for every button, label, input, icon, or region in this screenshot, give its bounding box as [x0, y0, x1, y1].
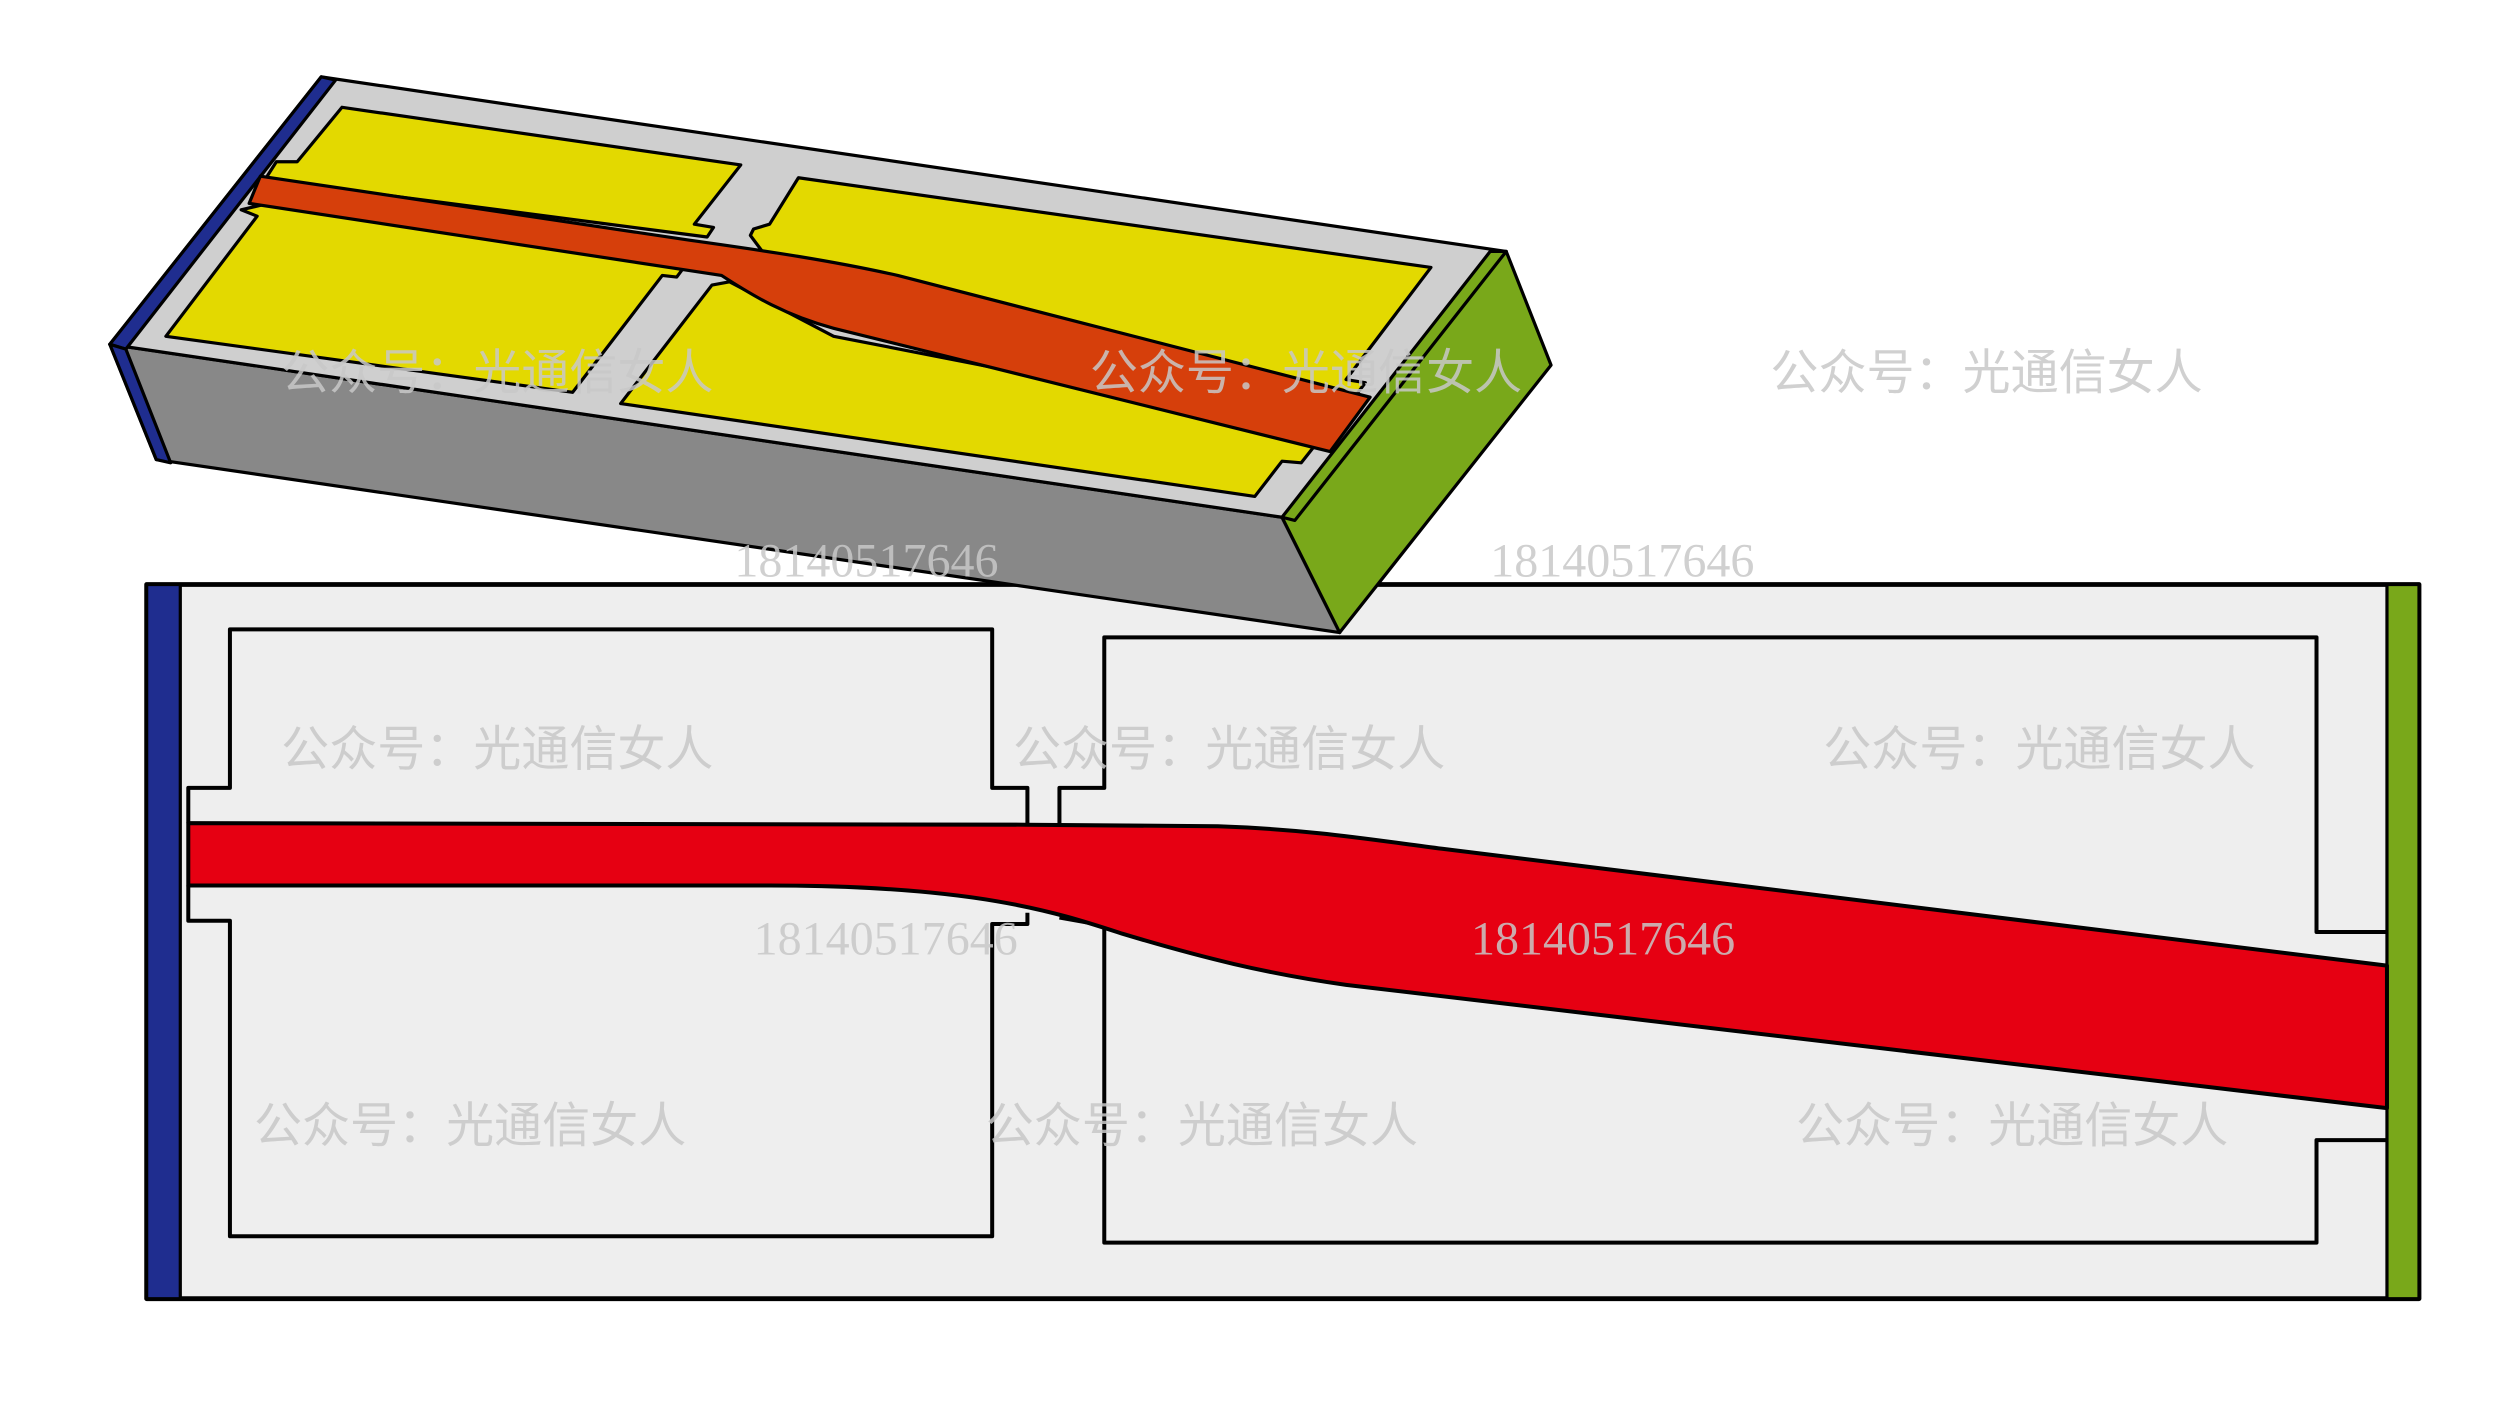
watermark-number: 18140517646 — [734, 534, 998, 587]
watermark-number: 18140517646 — [1471, 912, 1735, 965]
watermark-number: 18140517646 — [1490, 534, 1754, 587]
left-upper-electrode — [186, 627, 1030, 824]
watermark-text: 公众号：光通信女人 — [254, 1098, 686, 1154]
planar-view — [144, 582, 2422, 1302]
planar-right-edge — [2385, 582, 2421, 1301]
perspective-view — [108, 75, 1553, 635]
planar-left-edge — [145, 582, 182, 1301]
watermark-text: 公众号：光通信女人 — [1770, 345, 2202, 401]
watermark-number: 18140517646 — [754, 912, 1018, 965]
chip-left-edge-front — [108, 342, 173, 465]
watermark-text: 公众号：光通信女人 — [986, 1098, 1418, 1154]
watermark-text: 公众号：光通信女人 — [1796, 1098, 2228, 1154]
watermark-text: 公众号：光通信女人 — [281, 721, 713, 777]
watermark-text: 公众号：光通信女人 — [281, 345, 713, 401]
left-lower-electrode — [186, 885, 1030, 1239]
watermark-text: 公众号：光通信女人 — [1013, 721, 1445, 777]
pad-top-left — [263, 105, 743, 239]
watermark-text: 公众号：光通信女人 — [1823, 721, 2255, 777]
right-upper-electrode — [1057, 635, 2387, 934]
watermarks: 公众号：光通信女人 公众号：光通信女人 公众号：光通信女人 1814051764… — [254, 345, 2256, 1154]
watermark-text: 公众号：光通信女人 — [1090, 345, 1522, 401]
planar-waveguide — [186, 821, 2389, 1111]
perspective-waveguide — [247, 174, 1372, 454]
chip-right-edge-top — [1280, 249, 1508, 523]
